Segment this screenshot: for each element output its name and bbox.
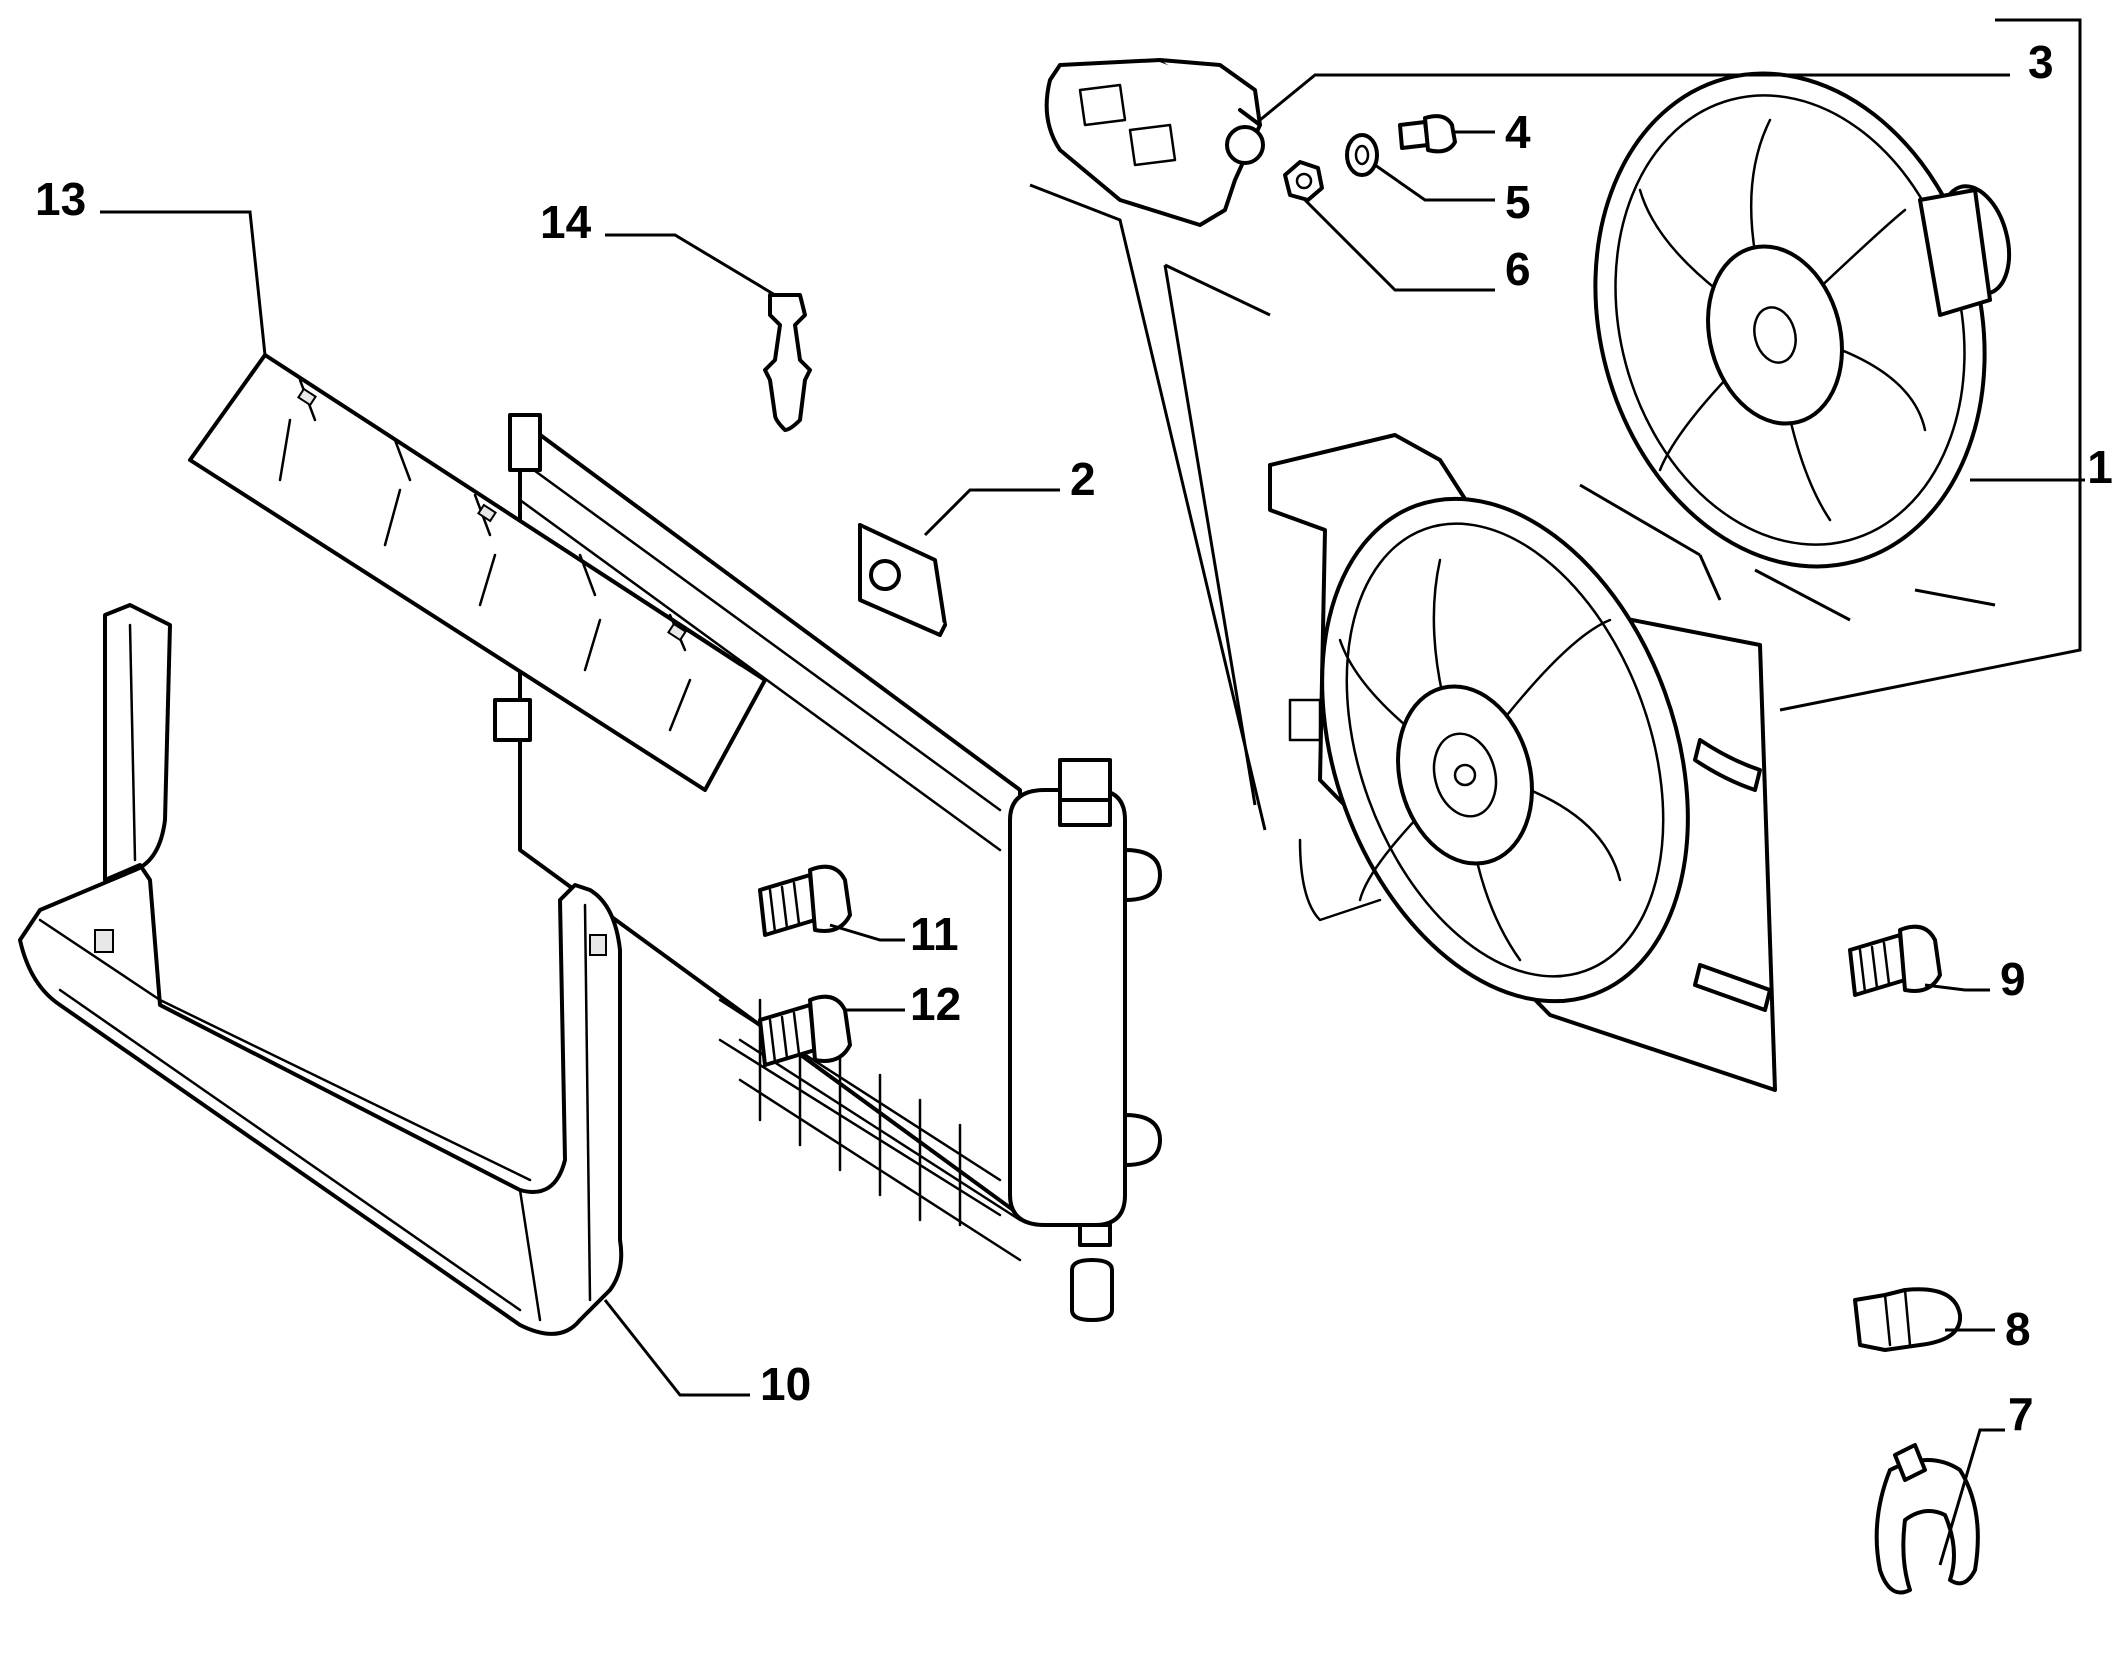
fan-shroud-assembly: [1268, 433, 1777, 1092]
fan-impeller: [1593, 71, 2012, 569]
callout-11: 11: [910, 908, 959, 960]
washer: [1345, 133, 1379, 177]
bolt-12: [758, 994, 852, 1067]
callout-1: 1: [2087, 441, 2113, 493]
callout-5: 5: [1505, 176, 1531, 228]
callout-8: 8: [2005, 1303, 2031, 1355]
spring-clip: [858, 523, 947, 637]
callout-10: 10: [760, 1358, 811, 1410]
resistor-module: [1044, 58, 1265, 227]
cable-clip: [1874, 1443, 1980, 1595]
leader-lines: [100, 18, 2085, 1566]
callout-13: 13: [35, 173, 86, 225]
callout-3: 3: [2028, 36, 2054, 88]
hose-clamp-small: [1853, 1287, 1963, 1352]
callout-12: 12: [910, 978, 961, 1030]
hex-nut: [1283, 160, 1324, 202]
callout-labels: 1 2 3 4 5 6 7 8 9 10 11 12 13 14: [35, 36, 2113, 1440]
callout-6: 6: [1505, 243, 1531, 295]
bolt-4: [1398, 114, 1457, 154]
callout-14: 14: [540, 196, 592, 248]
push-pin: [763, 293, 812, 432]
assembly-guide-lines: [1029, 183, 1851, 831]
bolt-11: [758, 864, 852, 937]
callout-7: 7: [2008, 1388, 2034, 1440]
callout-9: 9: [2000, 953, 2026, 1005]
bolt-9: [1848, 924, 1942, 997]
upper-air-deflector: [188, 353, 767, 792]
callout-2: 2: [1070, 453, 1096, 505]
lower-air-duct: [18, 603, 624, 1336]
callout-4: 4: [1505, 106, 1531, 158]
